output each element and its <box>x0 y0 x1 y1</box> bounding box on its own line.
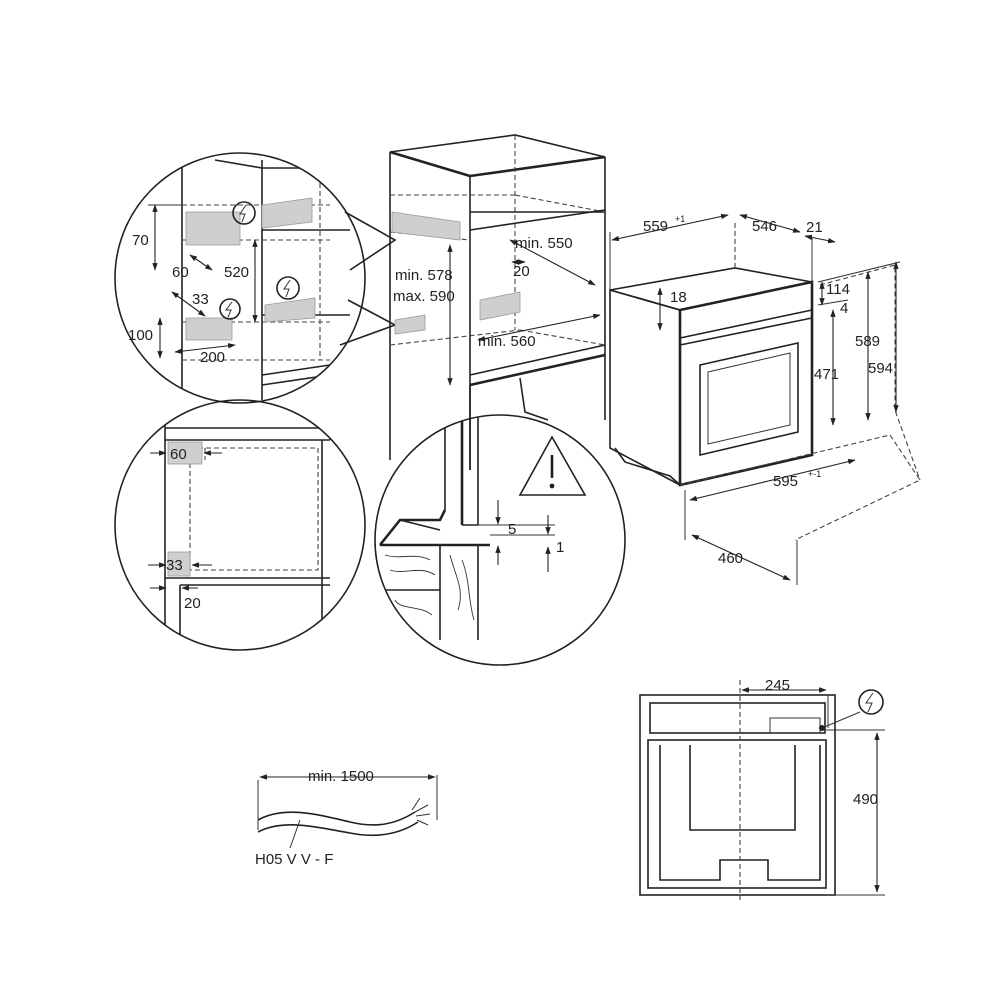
detail-circle-bottom-outline <box>114 399 366 651</box>
electrical-zone <box>394 314 426 335</box>
dim-label: min. 1500 <box>308 768 374 785</box>
electrical-hazard-icon <box>219 298 241 320</box>
callout-pointer <box>344 211 397 271</box>
dim-label: max. 590 <box>393 288 455 305</box>
detail-circle-top-outline <box>114 152 366 404</box>
dim-tolerance: +-1 <box>808 469 821 479</box>
dim-label: 60 <box>172 264 189 281</box>
electrical-zone-upper <box>167 441 203 465</box>
electrical-zone-upper-right <box>261 197 313 229</box>
dim-label: min. 578 <box>395 267 453 284</box>
dim-label: 4 <box>840 300 848 317</box>
dim-label: 33 <box>192 291 209 308</box>
dim-label: 245 <box>765 677 790 694</box>
dim-label: 21 <box>806 219 823 236</box>
cable-type-label: H05 V V - F <box>255 851 333 868</box>
dim-label: 546 <box>752 218 777 235</box>
dim-label: 33 <box>166 557 183 574</box>
dim-label: 595 <box>773 473 798 490</box>
dim-label: 460 <box>718 550 743 567</box>
dim-label: 20 <box>513 263 530 280</box>
dim-label: 20 <box>184 595 201 612</box>
dim-label: 100 <box>128 327 153 344</box>
electrical-zone-lower <box>167 551 191 577</box>
dim-label: 520 <box>224 264 249 281</box>
dim-label: min. 550 <box>515 235 573 252</box>
dim-label: 594 <box>868 360 893 377</box>
cabinet-niche: min. 550 20 min. 578 max. 590 min. 560 <box>389 134 606 470</box>
electrical-zone <box>479 291 521 321</box>
detail-circle-center: 5 1 <box>374 414 626 666</box>
dim-label: 114 <box>826 281 850 298</box>
dim-label: 559 <box>643 218 668 235</box>
detail-circle-center-outline <box>374 414 626 666</box>
dim-tolerance: +1 <box>675 214 685 224</box>
dim-label: 490 <box>853 791 878 808</box>
electrical-hazard-icon <box>276 276 300 300</box>
callout-pointer <box>339 299 397 346</box>
dim-label: min. 560 <box>478 333 536 350</box>
electrical-zone-lower-right <box>264 297 316 323</box>
electrical-hazard-icon <box>232 201 256 225</box>
dim-label: 60 <box>170 446 187 463</box>
electrical-zone-upper <box>185 211 241 246</box>
dim-label: 589 <box>855 333 880 350</box>
dim-label: 70 <box>132 232 149 249</box>
dim-label: 1 <box>556 539 564 556</box>
electrical-zone-lower <box>185 317 233 341</box>
dim-label: 200 <box>200 349 225 366</box>
dim-label: 471 <box>814 366 839 383</box>
oven-rear-view: 245 490 <box>639 677 885 900</box>
detail-circle-bottom: 60 33 20 <box>114 399 366 651</box>
electrical-hazard-icon <box>858 689 884 715</box>
detail-circle-top: 70 60 520 33 100 200 <box>114 152 366 404</box>
warning-icon <box>518 435 587 496</box>
oven-unit: 559 +1 546 21 18 114 4 589 594 471 595 +… <box>609 213 921 585</box>
power-cable: min. 1500 H05 V V - F <box>255 768 438 868</box>
dim-label: 18 <box>670 289 687 306</box>
electrical-zone <box>391 211 461 241</box>
dim-label: 5 <box>508 521 516 538</box>
